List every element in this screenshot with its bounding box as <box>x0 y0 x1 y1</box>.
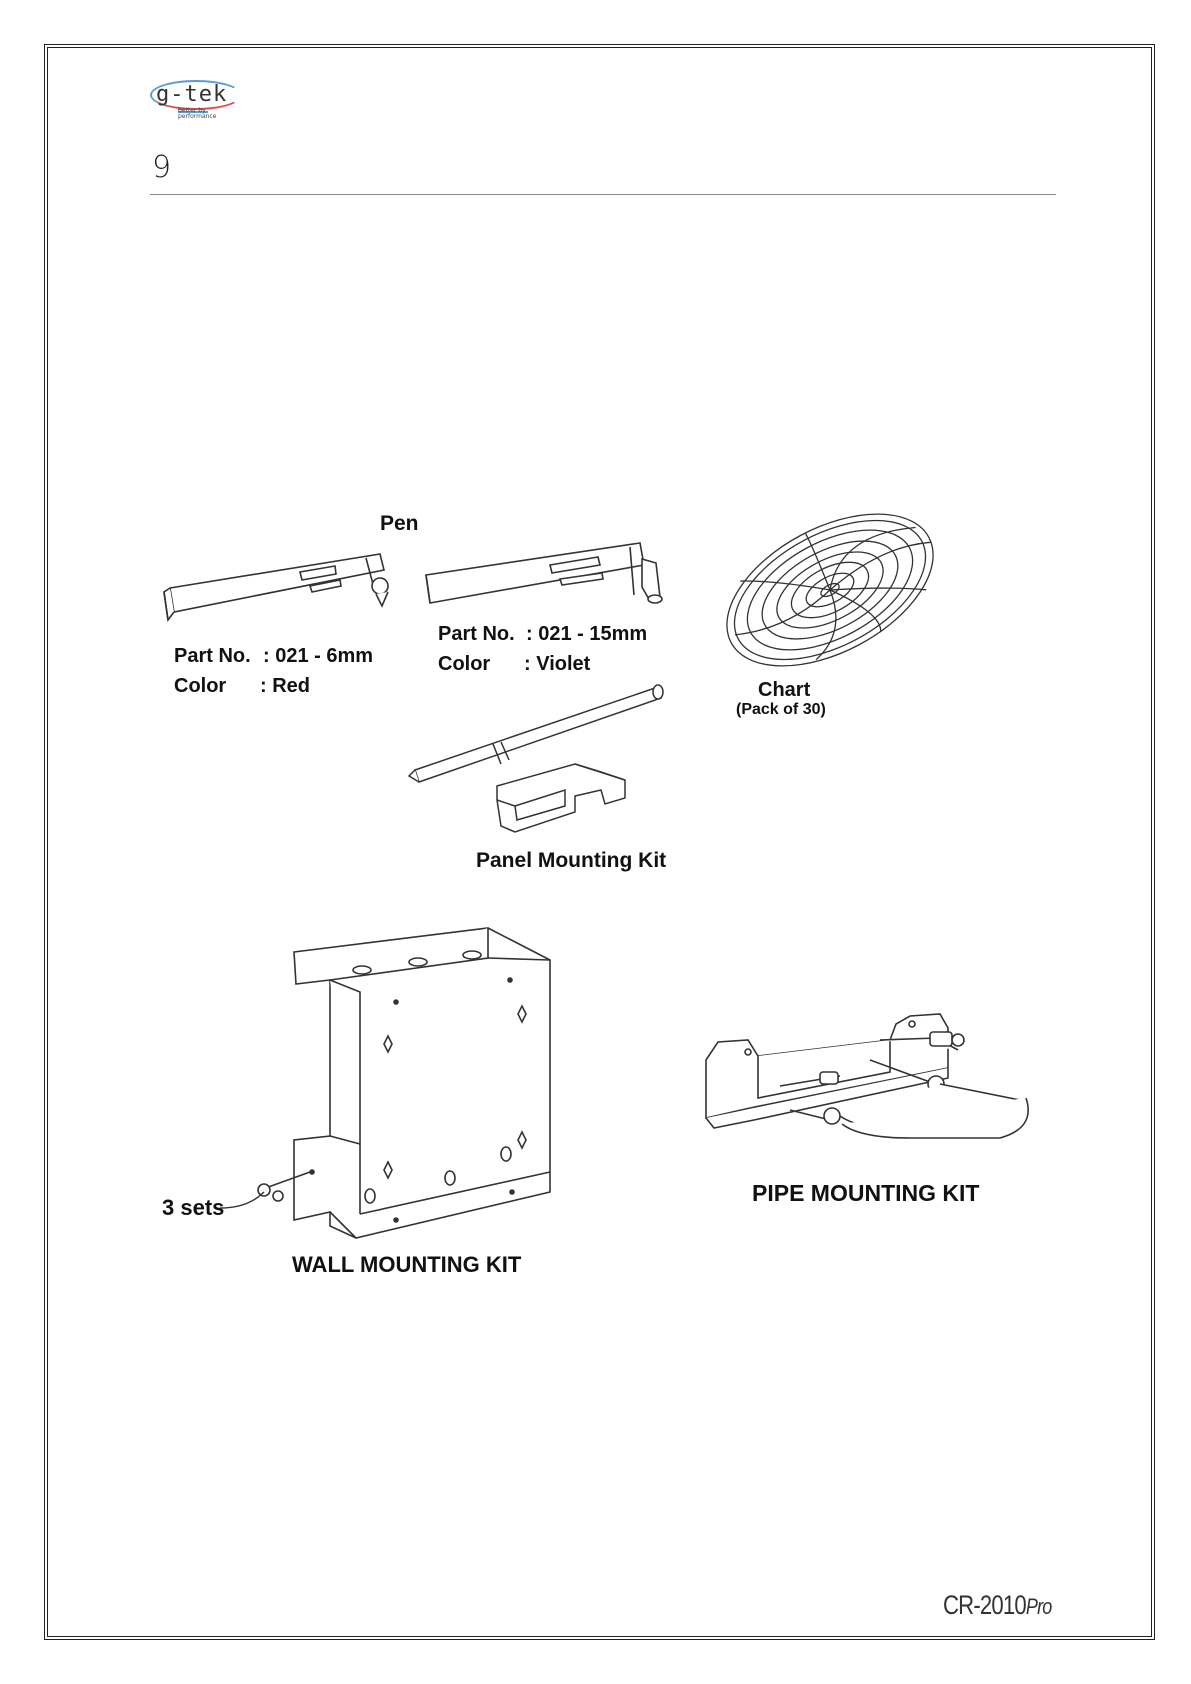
brand-logo: g-tek better by performance <box>150 78 250 126</box>
page-border-inner <box>47 47 1152 1637</box>
footer-model-name: CR-2010Pro <box>943 1590 1051 1621</box>
page-number: 9 <box>152 150 171 185</box>
pen-title: Pen <box>380 512 419 536</box>
header-divider <box>150 194 1056 195</box>
pipe-mounting-kit-illustration <box>700 1000 1040 1170</box>
wall-kit-callout: 3 sets <box>162 1195 224 1221</box>
wall-mounting-kit-illustration <box>250 920 570 1240</box>
chart-subtitle: (Pack of 30) <box>736 701 826 719</box>
pen-red-part-value: : 021 - 6mm <box>263 645 373 668</box>
panel-mounting-kit-title: Panel Mounting Kit <box>476 849 666 873</box>
pen-red-color-label: Color <box>174 675 226 698</box>
panel-mounting-kit-illustration <box>405 680 675 840</box>
pen-red-illustration <box>160 550 400 630</box>
wall-mounting-kit-title: WALL MOUNTING KIT <box>292 1252 521 1278</box>
pen-red-color-value: : Red <box>260 675 310 698</box>
callout-leader-line <box>218 1186 268 1216</box>
logo-color-bars <box>178 100 218 106</box>
chart-title: Chart <box>758 679 810 702</box>
pen-violet-part-value: : 021 - 15mm <box>526 623 647 646</box>
footer-model: CR-2010 <box>943 1590 1026 1620</box>
pen-violet-part-label: Part No. <box>438 623 515 646</box>
pipe-mounting-kit-title: PIPE MOUNTING KIT <box>752 1180 979 1207</box>
footer-model-suffix: Pro <box>1026 1594 1052 1619</box>
logo-tagline: better by performance <box>178 108 218 120</box>
chart-paper-illustration <box>715 505 945 675</box>
pen-red-part-label: Part No. <box>174 645 251 668</box>
pen-violet-color-label: Color <box>438 653 490 676</box>
pen-violet-color-value: : Violet <box>524 653 590 676</box>
pen-violet-illustration <box>420 535 670 615</box>
